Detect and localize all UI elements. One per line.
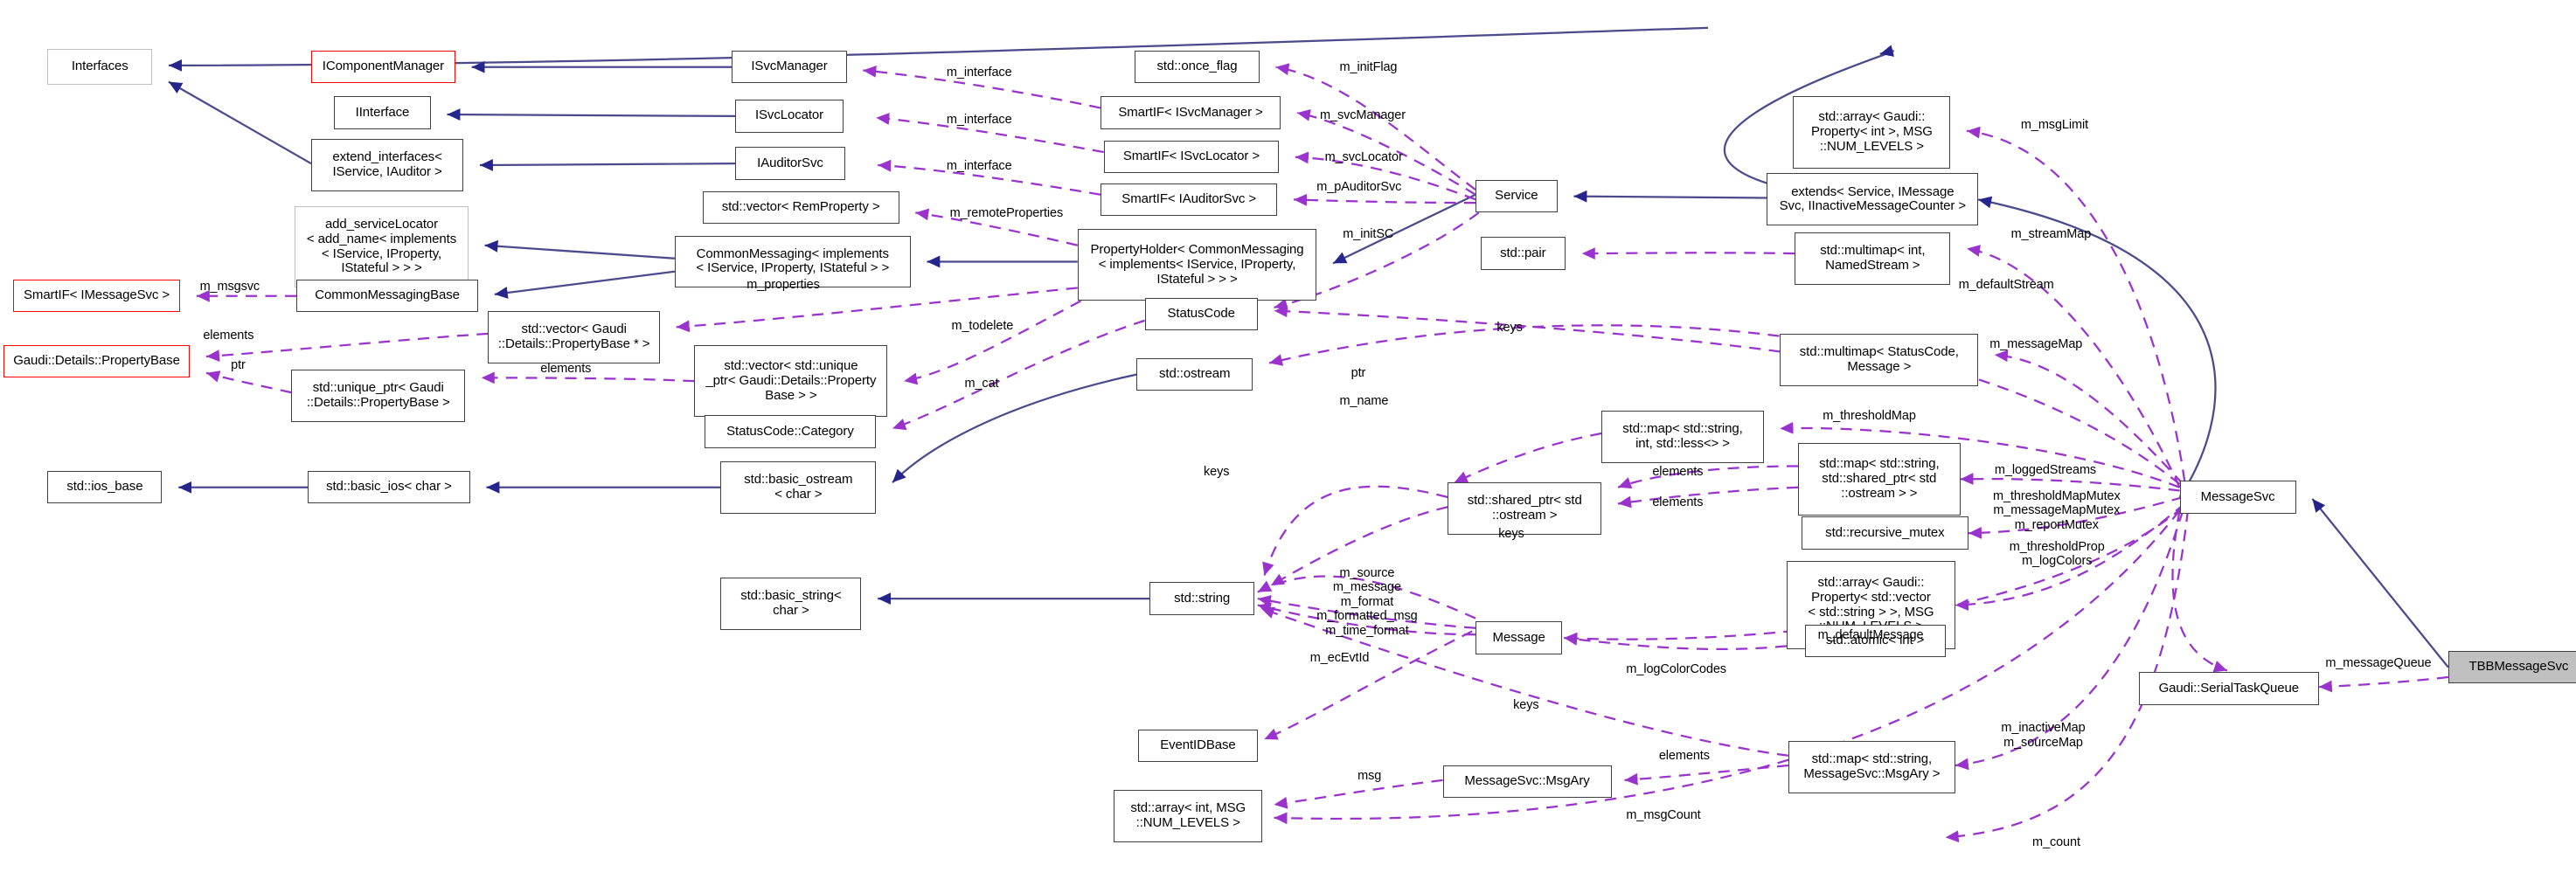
class-node-ostream[interactable]: std::ostream xyxy=(1136,357,1253,391)
edge-label-lbl_m_todelete: m_todelete xyxy=(951,319,1014,333)
class-node-atomic_int[interactable]: std::atomic< int > xyxy=(1804,625,1946,658)
class-node-ios_base[interactable]: std::ios_base xyxy=(47,471,163,504)
edge-label-lbl_m_initflag: m_initFlag xyxy=(1339,60,1398,75)
class-node-iinterface[interactable]: IInterface xyxy=(334,96,431,129)
class-node-pair[interactable]: std::pair xyxy=(1480,237,1566,270)
edge-label-lbl_mutexes: m_thresholdMapMutex m_messageMapMutex m_… xyxy=(1993,488,2121,532)
class-node-map_string_sharedptr[interactable]: std::map< std::string, std::shared_ptr< … xyxy=(1798,443,1961,516)
class-node-array_int_msg[interactable]: std::array< int, MSG ::NUM_LEVELS > xyxy=(1113,790,1263,842)
edge-label-lbl_m_interface_3: m_interface xyxy=(946,158,1012,173)
class-node-statuscode_category[interactable]: StatusCode::Category xyxy=(704,415,877,448)
class-node-multimap_statuscode[interactable]: std::multimap< StatusCode, Message > xyxy=(1780,333,1979,386)
edge-label-lbl_m_pauditorsvc: m_pAuditorSvc xyxy=(1316,179,1402,194)
class-node-propertyholder[interactable]: PropertyHolder< CommonMessaging < implem… xyxy=(1077,229,1317,301)
class-node-gaudi_propertybase[interactable]: Gaudi::Details::PropertyBase xyxy=(3,344,191,378)
edge-label-lbl_m_name: m_name xyxy=(1339,394,1389,409)
edge-label-lbl_m_interface_2: m_interface xyxy=(946,113,1012,128)
class-node-basic_string_char[interactable]: std::basic_string< char > xyxy=(720,577,862,630)
class-node-messagesvc[interactable]: MessageSvc xyxy=(2179,481,2296,514)
class-node-smartif_isvclocator[interactable]: SmartIF< ISvcLocator > xyxy=(1103,140,1280,174)
edge-label-lbl_m_loggedstreams: m_loggedStreams xyxy=(1994,462,2097,477)
class-node-once_flag[interactable]: std::once_flag xyxy=(1135,51,1260,84)
class-node-commonmessaging_impl[interactable]: CommonMessaging< implements < IService, … xyxy=(674,235,911,288)
edge-label-lbl_m_remoteproperties: m_remoteProperties xyxy=(949,205,1064,220)
edge-label-lbl_m_ecevtid: m_ecEvtId xyxy=(1309,650,1370,665)
edge-label-lbl_m_logcolorcodes: m_logColorCodes xyxy=(1626,662,1726,677)
class-node-tbbmessagesvc[interactable]: TBBMessageSvc xyxy=(2448,650,2576,684)
class-node-add_servicelocator[interactable]: add_serviceLocator < add_name< implement… xyxy=(295,205,469,288)
class-node-icomponentmanager[interactable]: IComponentManager xyxy=(310,51,455,84)
edge-label-lbl_m_thresholdmap: m_thresholdMap xyxy=(1823,408,1916,423)
class-node-basic_ios_char[interactable]: std::basic_ios< char > xyxy=(308,471,470,504)
edge-label-lbl_m_defaultmessage: m_defaultMessage xyxy=(1817,627,1924,642)
class-node-map_string_msgary[interactable]: std::map< std::string, MessageSvc::MsgAr… xyxy=(1788,740,1955,793)
edge-label-lbl_elements_3: elements xyxy=(1658,749,1710,764)
edge-label-lbl_m_cat: m_cat xyxy=(964,376,999,391)
edge-label-lbl_m_count: m_count xyxy=(2032,835,2080,850)
class-node-basic_ostream_char[interactable]: std::basic_ostream < char > xyxy=(720,460,877,514)
edge-label-lbl_m_source_group: m_source m_message m_format m_formatted_… xyxy=(1316,565,1418,638)
edge-label-lbl_m_messagequeue: m_messageQueue xyxy=(2325,655,2432,670)
edge-label-lbl_keys_1: keys xyxy=(1496,320,1523,335)
edge-label-lbl_elements_prop: elements xyxy=(203,329,254,343)
edge-label-lbl_m_svcmanager: m_svcManager xyxy=(1320,107,1406,122)
edge-label-lbl_m_properties: m_properties xyxy=(746,278,820,293)
class-node-serialtaskqueue[interactable]: Gaudi::SerialTaskQueue xyxy=(2138,672,2319,705)
class-node-isvclocator[interactable]: ISvcLocator xyxy=(735,100,844,133)
class-node-extend_interfaces_isa[interactable]: extend_interfaces< IService, IAuditor > xyxy=(310,139,464,191)
edge-label-lbl_keys_3: keys xyxy=(1498,526,1524,541)
class-node-extends_service[interactable]: extends< Service, IMessage Svc, IInactiv… xyxy=(1767,173,1979,226)
edge-label-lbl_m_svclocator: m_svcLocator xyxy=(1324,150,1403,165)
class-node-smartif_isvcmanager[interactable]: SmartIF< ISvcManager > xyxy=(1100,96,1281,129)
class-node-recursive_mutex[interactable]: std::recursive_mutex xyxy=(1801,516,1968,550)
edge-label-lbl_m_defaultstream: m_defaultStream xyxy=(1958,278,2054,293)
edge-label-lbl_elements_2: elements xyxy=(1652,495,1704,510)
edge-label-lbl_keys_4: keys xyxy=(1513,698,1539,713)
edge-label-lbl_keys_2: keys xyxy=(1204,464,1230,479)
edge-label-lbl_ptr2: ptr xyxy=(1350,366,1366,381)
edge-label-lbl_msg: msg xyxy=(1357,768,1382,783)
class-node-unique_ptr_propbase[interactable]: std::unique_ptr< Gaudi ::Details::Proper… xyxy=(291,370,466,422)
class-node-multimap_int_named[interactable]: std::multimap< int, NamedStream > xyxy=(1795,232,1951,285)
class-node-vector_propbase_ptr[interactable]: std::vector< Gaudi ::Details::PropertyBa… xyxy=(488,310,660,363)
edge-label-lbl_m_messagemap: m_messageMap xyxy=(1989,336,2083,351)
class-node-map_string_int_less[interactable]: std::map< std::string, int, std::less<> … xyxy=(1601,410,1764,463)
class-node-messagesvc_msgary[interactable]: MessageSvc::MsgAry xyxy=(1442,765,1612,799)
edge-label-lbl_ptr: ptr xyxy=(231,357,246,372)
class-node-shared_ptr_ostream[interactable]: std::shared_ptr< std ::ostream > xyxy=(1448,482,1602,536)
class-node-interfaces[interactable]: Interfaces xyxy=(47,49,153,86)
class-node-eventidbase[interactable]: EventIDBase xyxy=(1138,729,1258,763)
edge-label-lbl_m_thresholdprop: m_thresholdProp m_logColors xyxy=(2009,539,2105,569)
class-node-vector_remproperty[interactable]: std::vector< RemProperty > xyxy=(702,191,899,225)
class-node-vector_unique_propbase[interactable]: std::vector< std::unique _ptr< Gaudi::De… xyxy=(694,344,888,418)
class-node-statuscode[interactable]: StatusCode xyxy=(1144,297,1258,331)
class-node-smartif_imessagesvc[interactable]: SmartIF< IMessageSvc > xyxy=(12,280,181,313)
edge-label-lbl_m_msgcount: m_msgCount xyxy=(1626,807,1701,822)
class-node-service[interactable]: Service xyxy=(1475,179,1558,213)
edge-label-lbl_m_streammap: m_streamMap xyxy=(2010,227,2092,242)
edge-label-lbl_m_msglimit: m_msgLimit xyxy=(2020,117,2089,132)
edge-label-lbl_elements_1: elements xyxy=(1652,464,1704,479)
class-node-iauditorsvc[interactable]: IAuditorSvc xyxy=(735,147,845,180)
class-node-message[interactable]: Message xyxy=(1475,621,1563,654)
edge-label-lbl_m_msgsvc: m_msgsvc xyxy=(199,280,260,294)
class-node-array_prop_int[interactable]: std::array< Gaudi:: Property< int >, MSG… xyxy=(1793,96,1951,169)
edge-label-lbl_m_interface_1: m_interface xyxy=(946,65,1012,80)
class-node-isvcmanager[interactable]: ISvcManager xyxy=(732,51,847,84)
edge-label-lbl_m_initsc: m_initSC xyxy=(1343,227,1394,242)
edge-label-lbl_elements_uniq: elements xyxy=(540,361,592,376)
class-node-smartif_iauditorsvc[interactable]: SmartIF< IAuditorSvc > xyxy=(1100,183,1278,217)
class-node-commonmessagingbase[interactable]: CommonMessagingBase xyxy=(296,280,479,313)
class-node-string[interactable]: std::string xyxy=(1149,582,1255,615)
edge-label-lbl_m_inactivemap: m_inactiveMap m_sourceMap xyxy=(2001,721,2086,750)
